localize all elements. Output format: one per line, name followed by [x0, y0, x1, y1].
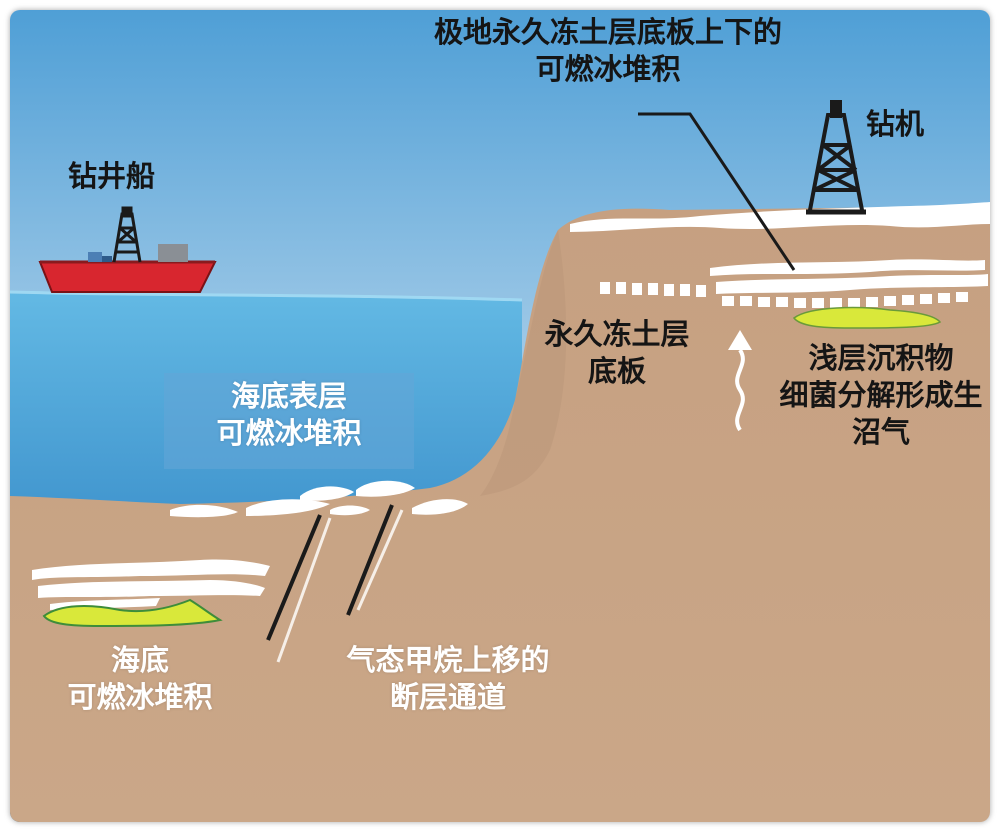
shallow-sediment-label-line3: 沼气 — [851, 415, 910, 450]
fault-channel-label-line2: 断层通道 — [389, 680, 506, 715]
seafloor-surface-hydrate-label-line2: 可燃冰堆积 — [216, 416, 362, 451]
permafrost-ice-layer — [600, 259, 988, 308]
fault-channel-label: 气态甲烷上移的 断层通道 — [328, 642, 568, 716]
permafrost-hydrate-label-line2: 可燃冰堆积 — [535, 52, 681, 87]
drill-rig-label: 钻机 — [866, 107, 925, 141]
permafrost-leader-line — [638, 112, 796, 271]
seafloor-surface-ice — [170, 480, 468, 518]
drill-rig-icon — [806, 100, 866, 215]
slope-shadow — [480, 230, 567, 496]
seabed-hydrate-label-line2: 可燃冰堆积 — [67, 680, 213, 715]
gas-hydrate-scene — [10, 10, 990, 822]
sediment-land — [10, 206, 990, 822]
diagram-frame: 钻井船 钻机 极地永久冻土层底板上下的 可燃冰堆积 永久冻土层 底板 浅层沉积物… — [10, 10, 990, 822]
methane-rise-arrow — [735, 348, 745, 432]
permafrost-hydrate-deposit — [792, 306, 942, 329]
drill-ship-icon — [38, 206, 217, 293]
shallow-sediment-label-line2: 细菌分解形成生 — [779, 378, 983, 413]
permafrost-hydrate-label: 极地永久冻土层底板上下的 可燃冰堆积 — [398, 14, 818, 88]
fault-channel-label-line1: 气态甲烷上移的 — [346, 643, 550, 677]
permafrost-base-label-line1: 永久冻土层 — [544, 317, 690, 351]
seabed-hydrate-label-line1: 海底 — [110, 643, 169, 677]
permafrost-base-label-line2: 底板 — [587, 354, 646, 389]
permafrost-base-label: 永久冻土层 底板 — [542, 316, 692, 390]
sea-surface-line — [10, 290, 523, 302]
seafloor-surface-hydrate-label-line1: 海底表层 — [230, 379, 347, 413]
seafloor-surface-hydrate-label: 海底表层 可燃冰堆积 — [164, 378, 414, 452]
shallow-sediment-label-line1: 浅层沉积物 — [808, 341, 954, 375]
permafrost-hydrate-label-line1: 极地永久冻土层底板上下的 — [433, 15, 782, 49]
seabed-hydrate-deposit — [42, 598, 223, 628]
drill-ship-label: 钻井船 — [68, 159, 156, 193]
fault-lines — [266, 504, 404, 663]
snow-cap — [570, 202, 990, 232]
shallow-sediment-label: 浅层沉积物 细菌分解形成生 沼气 — [766, 340, 990, 451]
seafloor-surface-label-box — [164, 373, 414, 469]
seabed-hydrate-label: 海底 可燃冰堆积 — [40, 642, 240, 716]
methane-rise-arrowhead — [728, 330, 752, 350]
